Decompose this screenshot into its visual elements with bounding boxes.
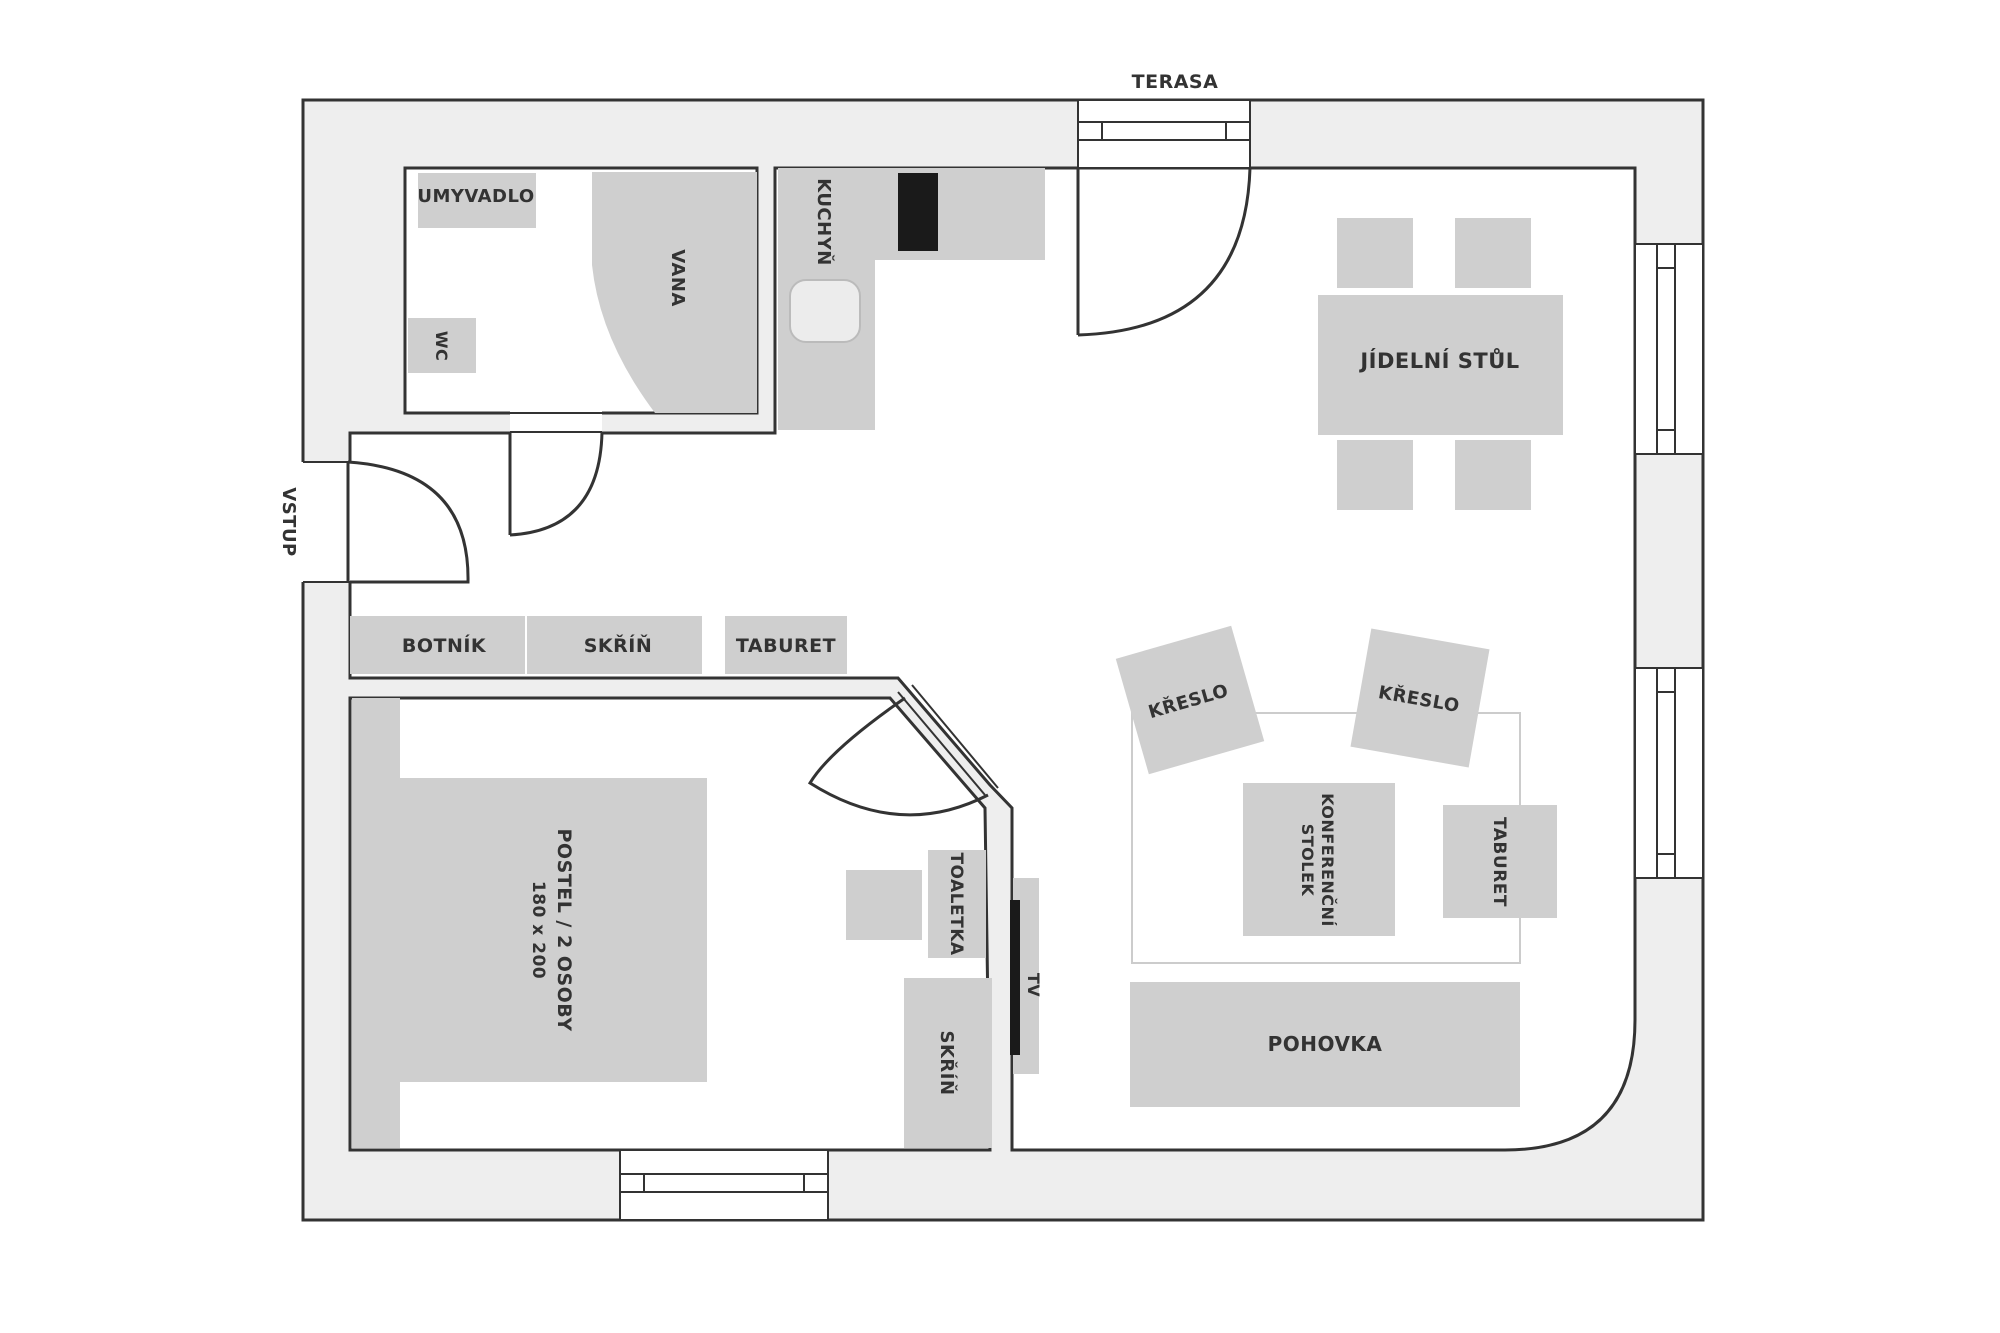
konferencni-label-1: KONFERENČNÍ [1318,793,1337,927]
vanity-stool [846,870,922,940]
entry-door-swing [347,460,470,584]
hall-stool [725,616,847,674]
dining-chair [1455,218,1531,288]
bedroom-furniture [352,698,1039,1148]
doors [301,167,1252,817]
bottom-window [619,1149,829,1221]
terasa-label: TERASA [1132,71,1219,93]
hall-furniture [350,616,847,674]
living-furniture [1115,625,1557,1107]
kitchen-sink [789,279,861,343]
toilet [408,318,476,373]
konferencni-label-2: STOLEK [1298,824,1317,897]
taburet-living-label: TABURET [1489,817,1509,907]
stove [898,173,938,251]
kuchyn-label: KUCHYŇ [813,178,835,266]
bedroom-door-swing [807,696,989,817]
jidelni-stul-label: JÍDELNÍ STŮL [1358,348,1519,373]
hall-wardrobe [527,616,702,674]
bathtub [592,172,757,413]
tv-label: TV [1024,973,1043,997]
kitchen-counter [778,168,1045,430]
pohovka-label: POHOVKA [1268,1032,1383,1056]
dining-chair [1455,440,1531,510]
shoe-cabinet [350,616,525,674]
right-window-lower [1634,667,1704,879]
labels: TERASA VSTUP UMYVADLO WC VANA KUCHYŇ JÍD… [278,71,1519,1096]
bedroom-wardrobe [904,978,992,1148]
botnik-label: BOTNÍK [402,634,487,657]
terrace-door-swing [1077,167,1252,337]
vana-label: VANA [667,249,688,307]
postel-label-1: POSTEL / 2 OSOBY [553,828,575,1031]
bathroom-door-swing [509,431,604,537]
skrin-hall-label: SKŘÍŇ [584,634,653,657]
double-bed [352,698,707,1148]
terrace-window [1077,99,1251,169]
vstup-label: VSTUP [278,487,299,556]
taburet-hall-label: TABURET [736,635,836,657]
bathroom-fixtures [408,172,757,413]
dining-table [1318,295,1563,435]
dining [1318,218,1563,510]
windows [619,99,1704,1221]
toaletka-label: TOALETKA [946,852,966,955]
right-window-upper [1634,243,1704,455]
dining-chair [1337,218,1413,288]
skrin-bedroom-label: SKŘÍŇ [936,1030,958,1095]
postel-label-2: 180 x 200 [528,881,548,979]
sofa [1130,982,1520,1107]
wc-label: WC [432,331,451,361]
umyvadlo-label: UMYVADLO [417,186,534,207]
dining-chair [1337,440,1413,510]
armchair [1115,625,1265,775]
tv [1010,900,1020,1055]
sink [418,173,536,228]
dressing-table [928,850,986,958]
entry-opening [301,462,353,582]
kitchen [778,168,1045,430]
coffee-table [1243,783,1395,936]
armchair [1350,628,1490,768]
living-stool [1443,805,1557,918]
